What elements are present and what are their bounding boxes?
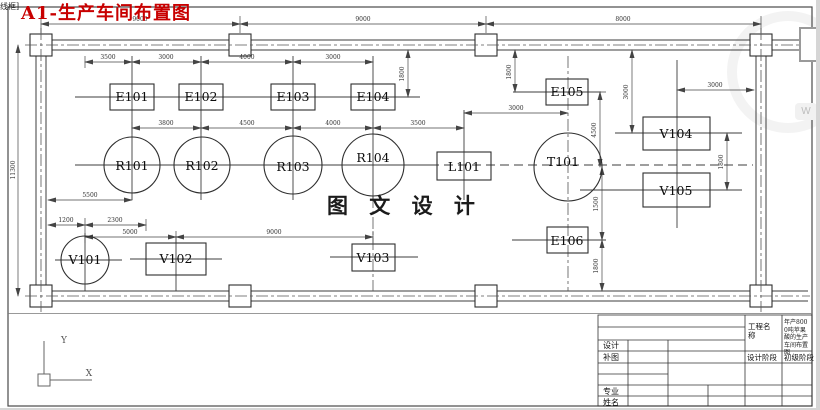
equipment-tags: E101 E102 E103 E104 E105 R101 R102 R103 … [68, 84, 693, 267]
tag-e102: E102 [185, 89, 218, 104]
tag-e103: E103 [277, 89, 310, 104]
titleblock-stage-label: 设计阶段 [747, 352, 777, 362]
center-lines [25, 28, 810, 312]
dim-label: 11300 [10, 160, 17, 179]
tag-r101: R101 [115, 158, 148, 173]
equipment-centerlines [55, 56, 753, 291]
watermark-badge: W [795, 103, 817, 120]
dim-label: 9000 [132, 16, 147, 23]
tag-v103: V103 [356, 250, 390, 265]
window-bottom-edge [0, 408, 820, 410]
dim-label: 3000 [508, 105, 523, 112]
dim-label: 1800 [718, 154, 725, 169]
titleblock-draft-label: 补图 [603, 352, 619, 362]
title-block-labels: 设计 补图 专业 姓名 设计阶段 初级阶段 [603, 340, 814, 407]
tag-v102: V102 [159, 251, 193, 266]
equipment-v102 [145, 242, 207, 276]
dim-label: 9000 [266, 229, 281, 236]
ucs-y-label: Y [60, 336, 68, 346]
equipment-e101 [109, 83, 155, 111]
equipment-v101 [60, 235, 110, 285]
dim-label: 4000 [325, 120, 340, 127]
tag-r102: R102 [185, 158, 218, 173]
dim-label: 3500 [100, 54, 115, 61]
tag-r103: R103 [276, 159, 309, 174]
dim-label: 4000 [239, 54, 254, 61]
equipment-r103 [263, 135, 323, 195]
dim-label: 5500 [82, 192, 97, 199]
ucs-x-label: X [86, 369, 93, 379]
dim-label: 8000 [615, 16, 630, 23]
dim-label: 5000 [122, 229, 137, 236]
equipment-v103 [351, 243, 396, 272]
tag-e104: E104 [357, 89, 390, 104]
equipment-e104 [350, 83, 396, 111]
page-title: A1-生产车间布置图 [21, 3, 191, 24]
equipment-v105 [642, 172, 711, 208]
titleblock-major-label: 专业 [603, 386, 619, 396]
equipment-r101 [103, 136, 161, 194]
titleblock-name-label: 姓名 [603, 397, 619, 407]
tag-v101: V101 [68, 252, 102, 267]
sheet-frame [7, 6, 813, 407]
dim-label: 1500 [593, 196, 600, 211]
dim-label: 1200 [58, 217, 73, 224]
dim-label: 3000 [623, 84, 630, 99]
equipment-e105 [545, 78, 589, 106]
equipment-r102 [173, 136, 231, 194]
dim-label: 3800 [158, 120, 173, 127]
dim-label: 4500 [591, 122, 598, 137]
dim-label: 3000 [707, 82, 722, 89]
equipment-l101 [436, 151, 492, 181]
equipment-t101 [533, 132, 603, 202]
building-walls [30, 38, 808, 303]
dim-label: 1800 [506, 64, 513, 79]
dim-label: 3500 [410, 120, 425, 127]
tag-e105: E105 [551, 84, 584, 99]
watermark-text: 图 文 设 计 [327, 193, 482, 218]
title-block [597, 314, 813, 407]
equipment-v104 [642, 116, 711, 151]
tag-l101: L101 [448, 159, 480, 174]
dim-label: 9000 [355, 16, 370, 23]
equipment-e106 [546, 226, 589, 254]
titleblock-project-name: 年产8000吨苹果酸的生产车间布置图 [784, 319, 809, 357]
dim-label: 1800 [399, 66, 406, 81]
layer-corner-tag: 线框] [0, 2, 20, 11]
dimension-lines [15, 16, 762, 297]
titleblock-stage-value: 初级阶段 [784, 352, 814, 362]
titleblock-project-label: 工程名称 [748, 322, 771, 340]
titleblock-design-label: 设计 [603, 340, 619, 350]
equipment-shapes [60, 78, 711, 285]
tag-e101: E101 [116, 89, 149, 104]
tag-t101: T101 [547, 154, 579, 169]
equipment-e103 [270, 83, 316, 111]
dimension-labels: 9000 9000 8000 3500 3000 4000 3000 3800 … [10, 16, 725, 274]
equipment-e102 [178, 83, 224, 111]
dim-label: 1800 [593, 258, 600, 273]
ucs-icon [37, 341, 92, 387]
dim-label: 3000 [325, 54, 340, 61]
watermark-circle [727, 11, 820, 133]
equipment-r104 [341, 133, 405, 197]
dim-label: 4500 [239, 120, 254, 127]
window-right-edge [816, 0, 820, 410]
dim-label: 3000 [158, 54, 173, 61]
tag-r104: R104 [356, 150, 389, 165]
tag-v105: V105 [659, 183, 693, 198]
tag-e106: E106 [551, 233, 584, 248]
dim-label: 2300 [107, 217, 122, 224]
tag-v104: V104 [659, 126, 693, 141]
